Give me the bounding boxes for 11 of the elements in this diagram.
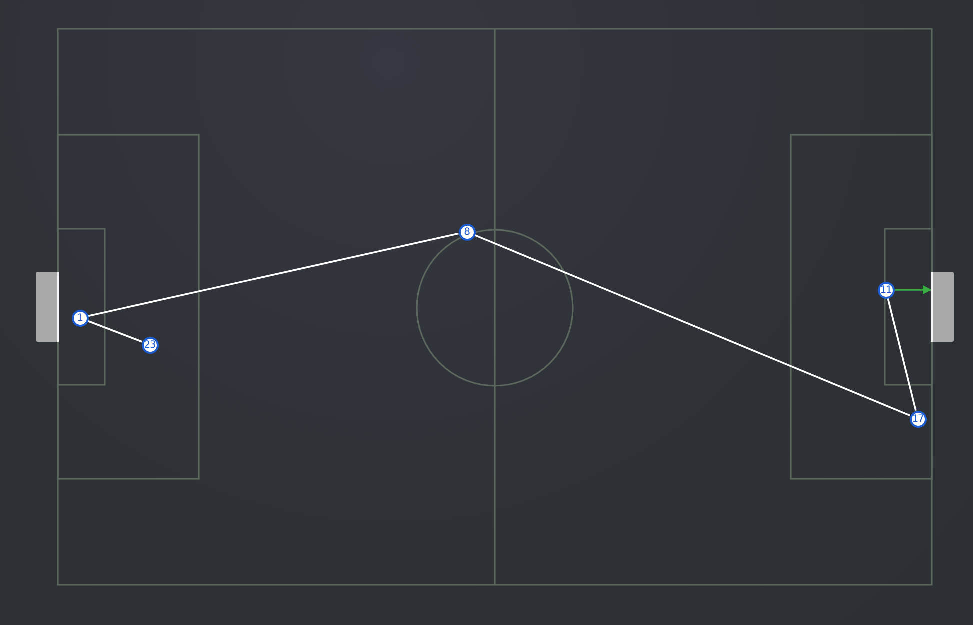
pass-line <box>474 234 910 417</box>
pass-line <box>887 298 917 412</box>
arrow <box>894 286 932 294</box>
player-marker: 1 <box>72 310 88 326</box>
goal <box>931 272 954 342</box>
pass-line <box>88 232 459 318</box>
player-marker: 8 <box>458 224 476 240</box>
player-marker: 11 <box>878 282 894 298</box>
pass-line <box>88 320 142 343</box>
player-marker: 17 <box>910 410 926 428</box>
player-marker: 23 <box>142 336 158 354</box>
